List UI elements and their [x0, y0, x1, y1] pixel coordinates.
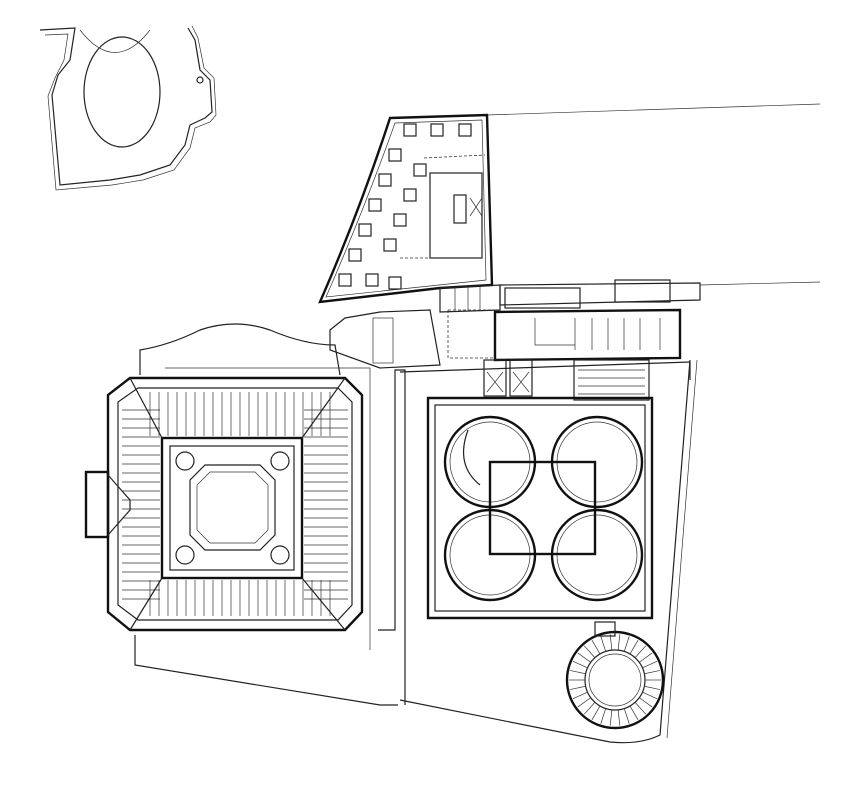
stair-step — [569, 685, 586, 690]
column — [175, 545, 195, 565]
stair-step — [569, 670, 586, 675]
stair-step — [577, 697, 591, 708]
gallery — [399, 361, 691, 620]
stair-tower — [565, 621, 665, 730]
stair-step — [583, 645, 596, 658]
cafe-table — [368, 198, 382, 212]
column — [196, 76, 204, 84]
stair-step — [591, 705, 601, 721]
stair — [573, 359, 650, 401]
cafe-table — [378, 173, 392, 187]
stair-step — [634, 645, 647, 658]
stair-step — [572, 660, 588, 669]
stair-step — [634, 702, 647, 715]
stair-step — [642, 660, 658, 669]
cafe-table — [393, 213, 407, 227]
column — [270, 545, 290, 565]
cafe-table — [403, 123, 417, 137]
site-boundary — [399, 103, 821, 744]
cafe-table — [388, 276, 402, 290]
lift — [509, 359, 533, 397]
column — [270, 451, 290, 471]
stair-step — [642, 691, 658, 700]
stair-step — [591, 639, 601, 655]
stair-step — [644, 685, 661, 690]
cafe — [318, 113, 501, 313]
cafe-table — [383, 238, 397, 252]
column — [175, 451, 195, 471]
stair-step — [639, 697, 653, 708]
stair-step — [623, 708, 630, 724]
cafe-table — [365, 273, 379, 287]
stair-step — [600, 636, 607, 652]
stair-step — [583, 702, 596, 715]
stair-step — [623, 636, 630, 652]
kitchen-counter — [429, 172, 483, 259]
inner-court — [160, 436, 304, 580]
stair-step — [577, 652, 591, 663]
stair-step — [609, 709, 613, 726]
central-hall — [488, 460, 597, 556]
stair-step — [617, 709, 621, 726]
lift — [483, 359, 507, 397]
service-block — [329, 279, 701, 401]
stair-step — [600, 708, 607, 724]
stair-step — [617, 634, 621, 651]
stair-step — [629, 705, 639, 721]
stair-step — [609, 634, 613, 651]
cafe-table — [338, 273, 352, 287]
stair-step — [639, 652, 653, 663]
entrance-portico — [84, 470, 110, 539]
stair-step — [572, 691, 588, 700]
stair-step — [629, 639, 639, 655]
oval-lawn — [83, 36, 161, 148]
main-pavilion — [84, 323, 406, 706]
cafe-table — [413, 163, 427, 177]
garden-pavilion — [39, 25, 217, 191]
cafe-table — [348, 248, 362, 262]
cafe-table — [458, 123, 472, 137]
cafe-table — [358, 223, 372, 237]
stair-step — [644, 670, 661, 675]
cafe-table — [403, 188, 417, 202]
cafe-table — [388, 148, 402, 162]
cafe-table — [430, 123, 444, 137]
